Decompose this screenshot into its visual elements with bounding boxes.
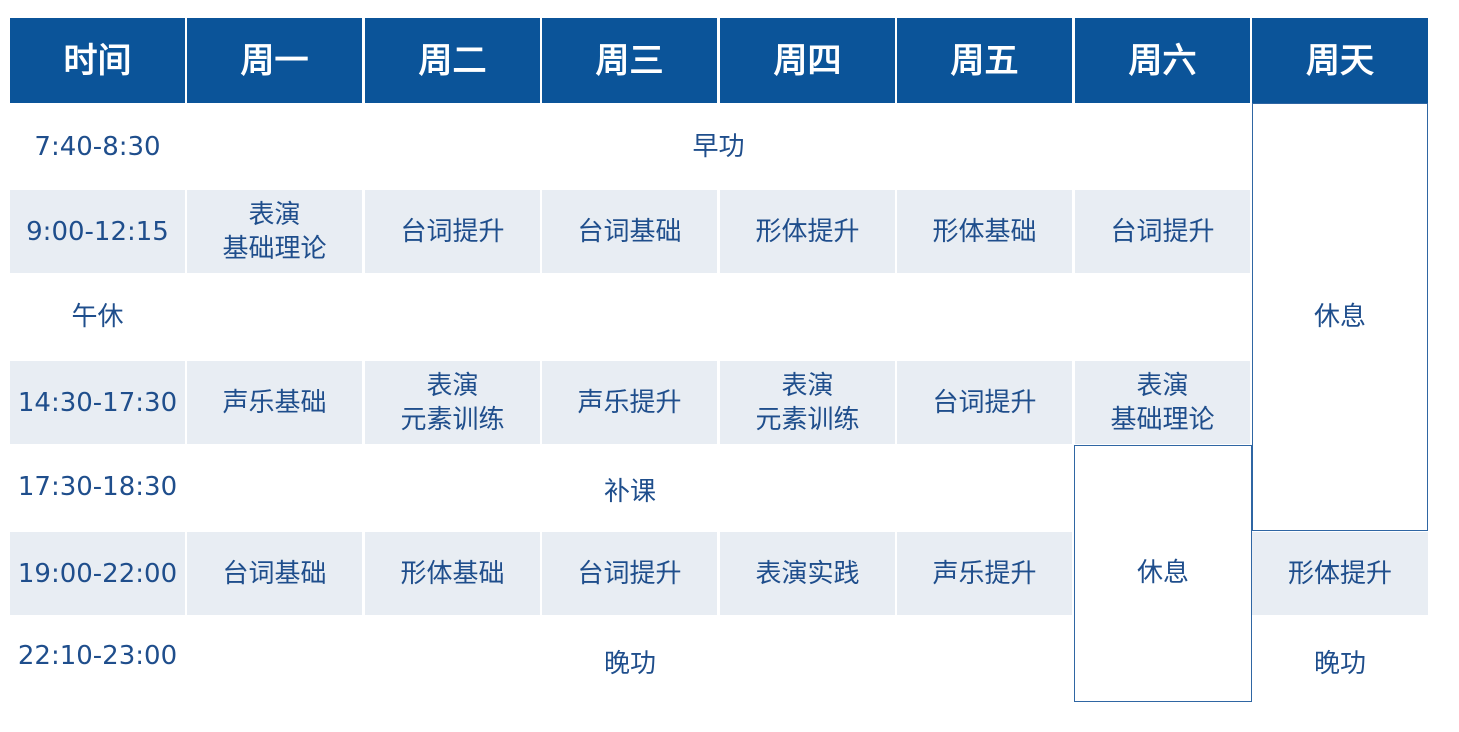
time-row-3: 午休	[71, 302, 124, 332]
header-tuesday: 周二	[365, 18, 540, 103]
cell-r6-fri: 声乐提升	[897, 532, 1072, 615]
header-sunday: 周天	[1252, 18, 1428, 103]
cell-r4-wed: 声乐提升	[542, 361, 717, 444]
cell-r4-mon: 声乐基础	[187, 361, 362, 444]
cell-r2-wed: 台词基础	[542, 190, 717, 273]
span-row-5: 补课	[603, 477, 656, 507]
time-row-6: 19:00-22:00	[10, 532, 185, 615]
sunday-rest-block: 休息	[1252, 103, 1428, 531]
cell-r4-fri: 台词提升	[897, 361, 1072, 444]
cell-r7-sun: 晚功	[1313, 649, 1366, 679]
header-wednesday: 周三	[542, 18, 717, 103]
cell-r6-sun: 形体提升	[1252, 532, 1428, 615]
cell-r2-fri: 形体基础	[897, 190, 1072, 273]
time-row-2: 9:00-12:15	[10, 190, 185, 273]
span-row-7: 晚功	[603, 649, 656, 679]
cell-r4-thu: 表演 元素训练	[720, 361, 895, 444]
saturday-rest-block: 休息	[1074, 445, 1252, 702]
cell-r6-wed: 台词提升	[542, 532, 717, 615]
header-thursday: 周四	[720, 18, 895, 103]
header-friday: 周五	[897, 18, 1072, 103]
cell-r2-thu: 形体提升	[720, 190, 895, 273]
span-row-1: 早功	[692, 132, 745, 162]
cell-r6-thu: 表演实践	[720, 532, 895, 615]
header-monday: 周一	[187, 18, 362, 103]
cell-r4-sat: 表演 基础理论	[1075, 361, 1250, 444]
cell-r2-mon: 表演 基础理论	[187, 190, 362, 273]
cell-r2-sat: 台词提升	[1075, 190, 1250, 273]
header-saturday: 周六	[1075, 18, 1250, 103]
time-row-5: 17:30-18:30	[17, 472, 178, 502]
header-time: 时间	[10, 18, 185, 103]
time-row-4: 14:30-17:30	[10, 361, 185, 444]
cell-r2-tue: 台词提升	[365, 190, 540, 273]
time-row-1: 7:40-8:30	[34, 132, 161, 162]
cell-r4-tue: 表演 元素训练	[365, 361, 540, 444]
cell-r6-mon: 台词基础	[187, 532, 362, 615]
cell-r6-tue: 形体基础	[365, 532, 540, 615]
time-row-7: 22:10-23:00	[17, 641, 178, 671]
